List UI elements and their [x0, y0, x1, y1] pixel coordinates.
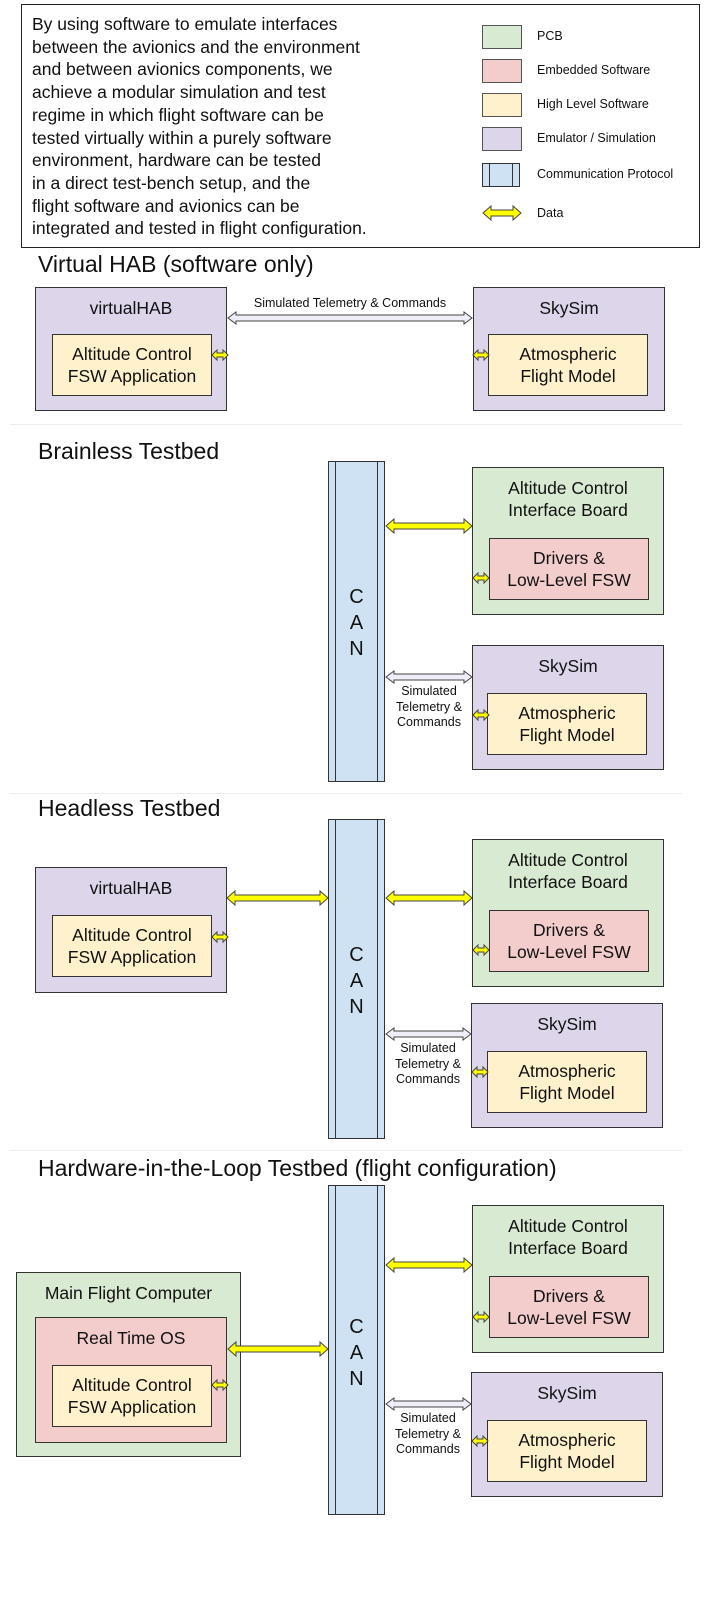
section-divider	[10, 793, 682, 794]
embedded-swatch	[482, 59, 522, 83]
section-divider	[10, 424, 682, 425]
flight-model-label: Atmospheric Flight Model	[518, 703, 616, 745]
drivers-box: Drivers & Low-Level FSW	[489, 910, 649, 972]
data-arrow	[472, 708, 490, 722]
data-arrow	[472, 1310, 490, 1324]
skysim-box: SkySim Atmospheric Flight Model	[471, 1003, 663, 1128]
sim-telemetry-arrow	[385, 1027, 472, 1041]
legend-label-high-level: High Level Software	[537, 97, 649, 111]
data-arrow-icon	[482, 204, 522, 222]
flight-model-box: Atmospheric Flight Model	[487, 1051, 647, 1113]
can-label: C A N	[349, 1316, 364, 1390]
intro-text: By using software to emulate interfaces …	[32, 14, 367, 239]
virtualhab-box: virtualHAB Altitude Control FSW Applicat…	[35, 287, 227, 411]
legend-label-protocol: Communication Protocol	[537, 167, 674, 181]
sim-link-label: Simulated Telemetry & Commands	[253, 296, 447, 310]
interface-board-box: Altitude Control Interface Board Drivers…	[472, 467, 664, 615]
intro-panel: By using software to emulate interfaces …	[21, 4, 700, 248]
interface-board-box: Altitude Control Interface Board Drivers…	[472, 1205, 664, 1353]
legend-label-pcb: PCB	[537, 29, 563, 43]
flight-model-label: Atmospheric Flight Model	[518, 1061, 616, 1103]
can-bus: C A N	[328, 1185, 385, 1515]
data-arrow	[471, 1065, 489, 1079]
rtos-box: Real Time OS Altitude Control FSW Applic…	[35, 1317, 227, 1443]
interface-board-label: Altitude Control Interface Board	[508, 478, 628, 520]
interface-board-label: Altitude Control Interface Board	[508, 850, 628, 892]
main-flight-computer-box: Main Flight Computer Real Time OS Altitu…	[16, 1272, 241, 1457]
skysim-label: SkySim	[539, 298, 599, 318]
sim-link-label: Simulated Telemetry & Commands	[395, 1411, 461, 1456]
section-title-headless: Headless Testbed	[38, 795, 221, 821]
drivers-label: Drivers & Low-Level FSW	[507, 548, 631, 590]
legend-item-high-level: High Level Software	[482, 91, 702, 119]
data-arrow	[472, 571, 490, 585]
data-arrow	[385, 1256, 473, 1274]
fsw-application-label: Altitude Control FSW Application	[67, 1375, 197, 1417]
legend-item-emulator: Emulator / Simulation	[482, 125, 702, 153]
skysim-box: SkySim Atmospheric Flight Model	[471, 1372, 663, 1497]
virtualhab-label: virtualHAB	[89, 878, 173, 898]
flight-model-label: Atmospheric Flight Model	[519, 344, 617, 386]
sim-link-label: Simulated Telemetry & Commands	[395, 1041, 461, 1086]
section-title-virtual-hab: Virtual HAB (software only)	[38, 251, 314, 277]
section-title-hil: Hardware-in-the-Loop Testbed (flight con…	[38, 1155, 557, 1181]
data-arrow	[385, 889, 473, 907]
sim-telemetry-arrow	[227, 311, 473, 325]
data-arrow	[472, 943, 490, 957]
skysim-label: SkySim	[537, 1014, 597, 1034]
flight-model-box: Atmospheric Flight Model	[487, 1420, 647, 1482]
can-bus: C A N	[328, 461, 385, 782]
can-bus: C A N	[328, 819, 385, 1139]
sim-telemetry-arrow	[385, 1397, 472, 1411]
data-arrow	[471, 1434, 489, 1448]
interface-board-label: Altitude Control Interface Board	[508, 1216, 628, 1258]
rtos-label: Real Time OS	[76, 1328, 186, 1348]
main-flight-computer-label: Main Flight Computer	[44, 1283, 213, 1303]
high-level-swatch	[482, 93, 522, 117]
can-label: C A N	[349, 586, 364, 660]
data-arrow	[211, 1378, 229, 1392]
legend-item-data: Data	[482, 200, 702, 228]
virtualhab-box: virtualHAB Altitude Control FSW Applicat…	[35, 867, 227, 993]
drivers-box: Drivers & Low-Level FSW	[489, 538, 649, 600]
pcb-swatch	[482, 25, 522, 49]
fsw-application-label: Altitude Control FSW Application	[67, 925, 197, 967]
skysim-label: SkySim	[537, 1383, 597, 1403]
drivers-label: Drivers & Low-Level FSW	[507, 920, 631, 962]
data-arrow	[472, 348, 490, 362]
data-arrow	[211, 930, 229, 944]
protocol-swatch	[482, 163, 520, 187]
legend-item-pcb: PCB	[482, 23, 702, 51]
sim-link-label: Simulated Telemetry & Commands	[396, 684, 462, 729]
flight-model-label: Atmospheric Flight Model	[518, 1430, 616, 1472]
drivers-label: Drivers & Low-Level FSW	[507, 1286, 631, 1328]
skysim-box: SkySim Atmospheric Flight Model	[473, 287, 665, 411]
interface-board-box: Altitude Control Interface Board Drivers…	[472, 839, 664, 987]
emulator-swatch	[482, 127, 522, 151]
fsw-application-box: Altitude Control FSW Application	[52, 915, 212, 977]
legend-label-data: Data	[537, 206, 564, 220]
legend-item-protocol: Communication Protocol	[482, 161, 702, 189]
legend-label-emulator: Emulator / Simulation	[537, 131, 656, 145]
legend-label-embedded: Embedded Software	[537, 63, 651, 77]
section-title-brainless: Brainless Testbed	[38, 438, 220, 464]
legend-item-embedded: Embedded Software	[482, 57, 702, 85]
skysim-box: SkySim Atmospheric Flight Model	[472, 645, 664, 770]
fsw-application-box: Altitude Control FSW Application	[52, 334, 212, 396]
data-arrow	[226, 889, 329, 907]
drivers-box: Drivers & Low-Level FSW	[489, 1276, 649, 1338]
flight-model-box: Atmospheric Flight Model	[487, 693, 647, 755]
section-divider	[10, 1150, 682, 1151]
fsw-application-box: Altitude Control FSW Application	[52, 1365, 212, 1427]
virtualhab-label: virtualHAB	[89, 298, 173, 318]
data-arrow	[227, 1340, 329, 1358]
sim-telemetry-arrow	[385, 670, 473, 684]
fsw-application-label: Altitude Control FSW Application	[67, 344, 197, 386]
data-arrow	[385, 517, 473, 535]
can-label: C A N	[349, 944, 364, 1018]
data-arrow	[211, 348, 229, 362]
flight-model-box: Atmospheric Flight Model	[488, 334, 648, 396]
skysim-label: SkySim	[538, 656, 598, 676]
